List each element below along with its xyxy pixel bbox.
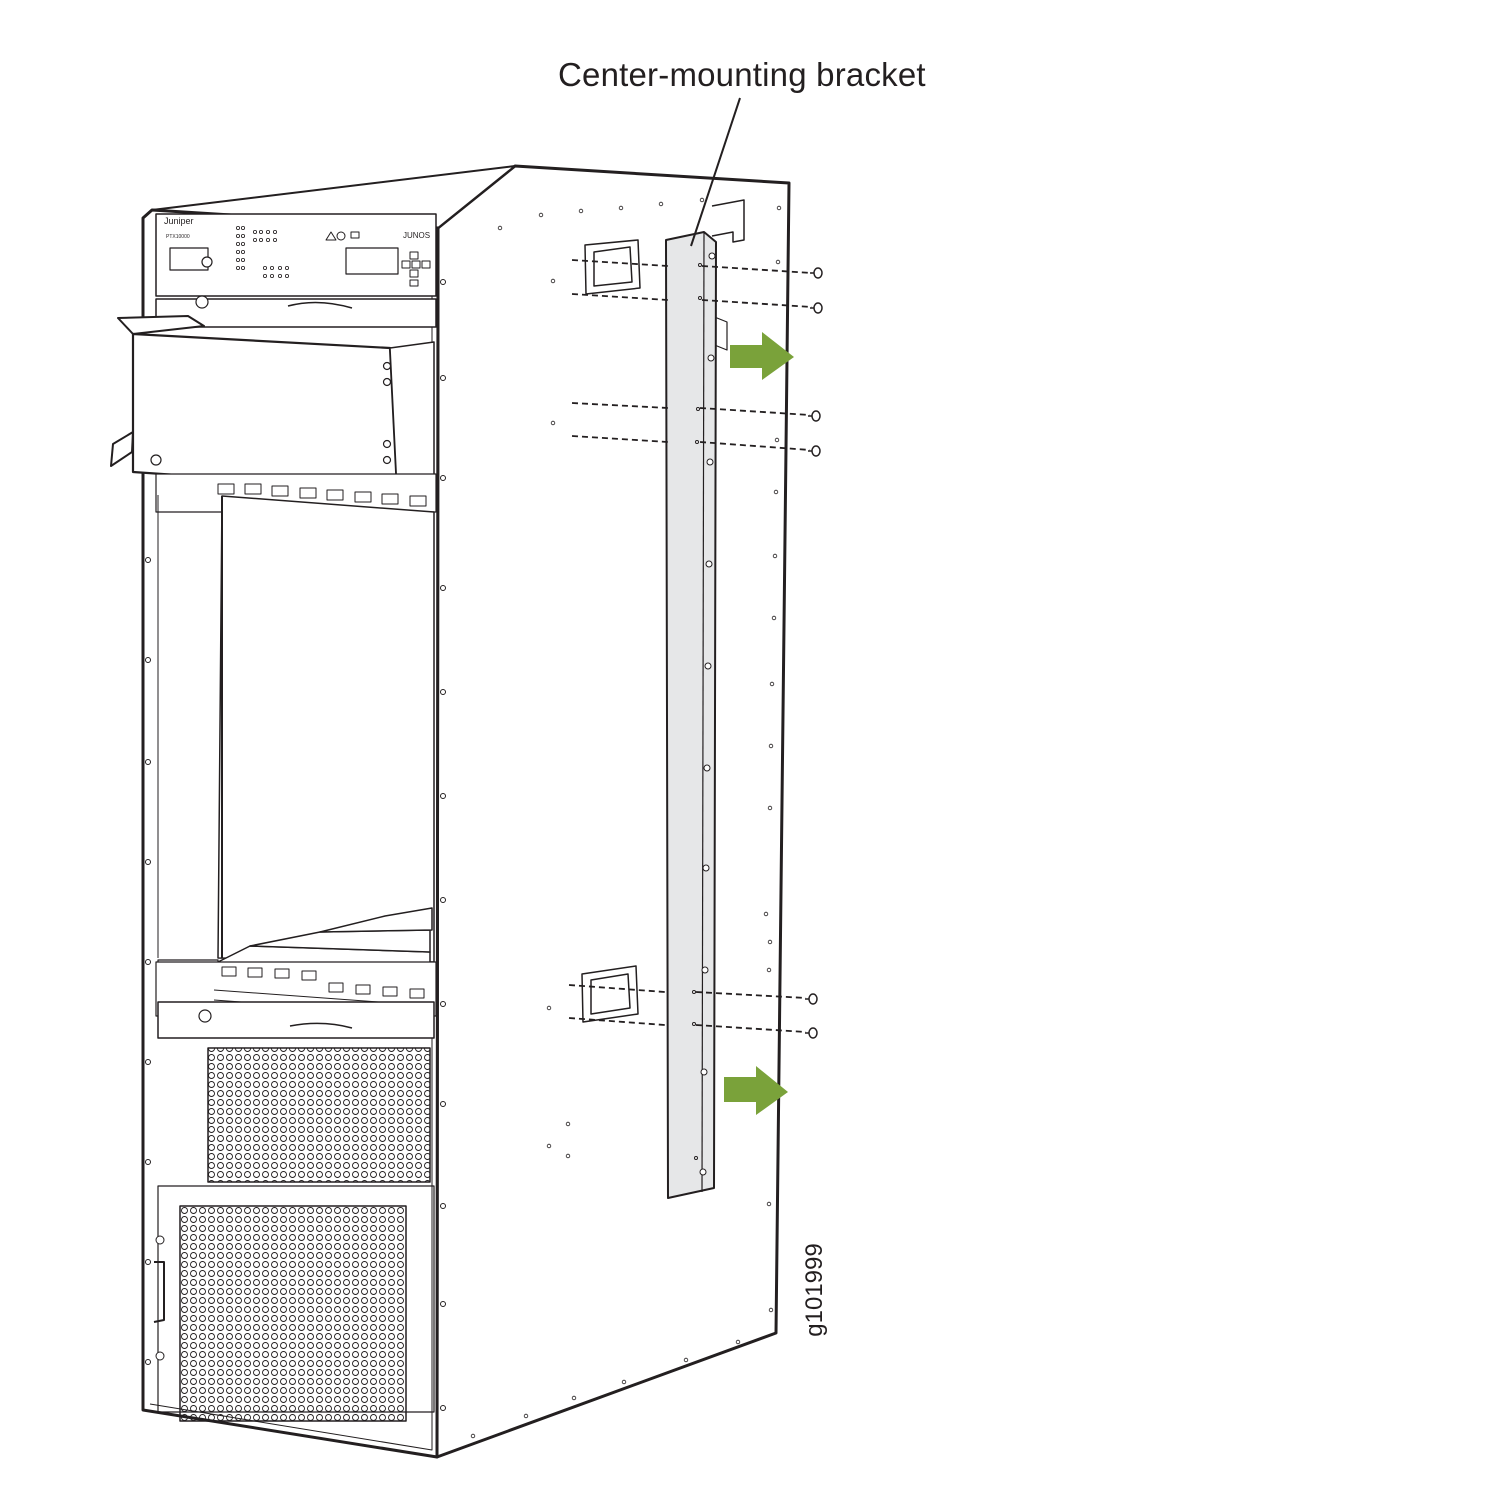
open-bay [217, 495, 435, 963]
status-leds [235, 225, 289, 278]
chassis: Juniper PTX10000 JUNOS [110, 164, 791, 1459]
bracket-callout-label: Center-mounting bracket [558, 56, 926, 93]
pulled-module [131, 332, 399, 492]
figure-id: g101999 [801, 1243, 828, 1337]
fan-grille-lower [179, 1205, 407, 1422]
side-handle-upper [584, 239, 641, 295]
lcd-display [345, 247, 399, 275]
front-mounting-holes [145, 279, 446, 1411]
brand-label: Juniper [164, 216, 194, 226]
model-label: PTX10000 [166, 234, 190, 240]
callout-leader-line [690, 97, 741, 247]
side-panel-holes [470, 197, 782, 1439]
arrow-right-icon [724, 1066, 788, 1115]
screw-icon [808, 445, 821, 457]
arrow-right-icon [730, 332, 794, 380]
screws [805, 267, 823, 1039]
alignment-lines [568, 259, 813, 1033]
screw-icon [808, 410, 821, 422]
os-label: JUNOS [403, 231, 430, 240]
screw-icon [810, 267, 823, 279]
connector-row-bottom [221, 966, 425, 999]
fan-grille-upper [207, 1047, 431, 1183]
nav-buttons [401, 251, 431, 287]
center-mounting-bracket [665, 231, 717, 1199]
screw-icon [810, 302, 823, 314]
side-handle-lower [581, 965, 639, 1023]
screw-icon [805, 993, 818, 1005]
connector-row-top [217, 483, 427, 507]
screw-icon [805, 1027, 818, 1039]
left-ejector-handle [117, 315, 205, 335]
